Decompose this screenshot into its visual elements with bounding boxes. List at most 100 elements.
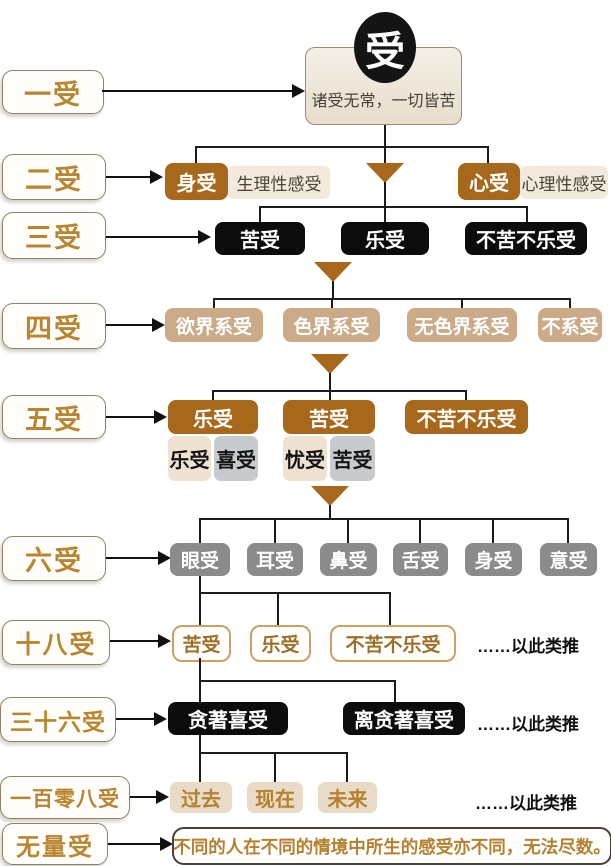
connector-line [419, 518, 421, 544]
connector-line [465, 390, 467, 401]
note-psychological-feeling: 心理性感受 [520, 166, 608, 199]
level-label-2: 二受 [2, 154, 106, 200]
arrow-line [102, 90, 292, 92]
arrow-line [106, 176, 150, 178]
node-bodily-feeling: 身受 [165, 163, 228, 200]
connector-line [384, 125, 386, 147]
arrow-line [106, 324, 152, 326]
node-joy: 喜受 [214, 436, 258, 481]
arrow-head-icon [154, 712, 167, 726]
note-physiological-feeling: 生理性感受 [228, 166, 330, 199]
note-etcetera-108: ……以此类推 [475, 794, 577, 813]
connector-line [569, 298, 571, 309]
connector-line [212, 390, 214, 401]
down-triangle-icon [314, 262, 352, 282]
connector-line [487, 146, 489, 163]
node-18-neutral: 不苦不乐受 [330, 625, 456, 662]
connector-line [346, 752, 348, 783]
connector-line [200, 592, 391, 594]
down-triangle-icon [366, 163, 404, 183]
node-infinite-description: 不同的人在不同的情境中所生的感受亦不同，无法尽数。 [172, 827, 611, 865]
arrow-head-icon [198, 230, 211, 244]
connector-line [384, 182, 386, 222]
node-present: 现在 [247, 782, 303, 813]
node-nose-feeling: 鼻受 [320, 543, 377, 576]
connector-line [259, 206, 528, 208]
node-formless-realm: 无色界系受 [407, 308, 517, 342]
node-past: 过去 [170, 782, 232, 813]
node-pain: 苦受 [330, 436, 375, 481]
node-neutral-group: 不苦不乐受 [405, 400, 528, 434]
arrow-head-icon [158, 551, 171, 565]
node-mental-feeling: 心受 [458, 163, 520, 200]
node-desire-realm: 欲界系受 [165, 308, 263, 342]
connector-line [394, 680, 396, 703]
arrow-line [116, 718, 154, 720]
arrow-head-icon [150, 170, 163, 184]
connector-line [347, 518, 349, 544]
connector-line [195, 146, 197, 163]
level-label-3: 三受 [2, 212, 106, 259]
connector-line [259, 206, 261, 222]
down-triangle-icon [311, 486, 349, 506]
node-pleasure: 乐受 [168, 436, 211, 481]
connector-line [329, 373, 331, 401]
arrow-head-icon [158, 634, 171, 648]
connector-line [199, 576, 201, 626]
node-painful-feeling: 苦受 [215, 222, 305, 255]
connector-line [274, 518, 276, 544]
node-painful-group: 苦受 [283, 400, 375, 434]
level-label-1: 一受 [2, 70, 104, 114]
arrow-line [108, 843, 160, 845]
node-detached-joy: 离贪著喜受 [343, 702, 465, 735]
connector-line [331, 298, 333, 309]
connector-line [526, 206, 528, 222]
node-attached-joy: 贪著喜受 [168, 702, 288, 735]
level-label-6: 六受 [2, 536, 106, 581]
connector-line [461, 298, 463, 309]
node-mind-feeling: 意受 [540, 543, 597, 576]
node-pleasant-feeling: 乐受 [341, 222, 429, 255]
connector-line [196, 146, 488, 148]
arrow-line [130, 796, 156, 798]
arrow-line [106, 416, 154, 418]
connector-line [199, 518, 201, 544]
connector-line [214, 298, 571, 300]
arrow-head-icon [152, 318, 165, 332]
connector-line [213, 298, 215, 309]
node-ear-feeling: 耳受 [247, 543, 303, 576]
node-neutral-feeling: 不苦不乐受 [465, 222, 587, 255]
connector-line [200, 680, 396, 682]
connector-line [389, 592, 391, 626]
level-label-5: 五受 [2, 395, 106, 439]
node-eye-feeling: 眼受 [170, 543, 230, 576]
node-18-painful: 苦受 [172, 625, 231, 662]
node-future: 未来 [318, 782, 377, 813]
root-node-feeling: 受 [354, 12, 416, 83]
connector-line [329, 505, 331, 519]
node-worry: 忧受 [283, 436, 327, 481]
arrow-head-icon [292, 84, 305, 98]
node-tongue-feeling: 舌受 [393, 543, 448, 576]
level-label-4: 四受 [2, 303, 106, 349]
connector-line [213, 390, 467, 392]
note-etcetera-18: ……以此类推 [477, 637, 579, 656]
node-form-realm: 色界系受 [283, 308, 380, 342]
connector-line [384, 146, 386, 163]
node-unbound: 不系受 [538, 308, 602, 342]
connector-line [199, 735, 201, 783]
node-pleasant-group: 乐受 [168, 400, 258, 434]
arrow-head-icon [160, 837, 173, 851]
node-18-pleasant: 乐受 [250, 625, 311, 662]
connector-line [492, 518, 494, 544]
level-label-108: 一百零八受 [0, 776, 130, 819]
arrow-head-icon [156, 790, 169, 804]
arrow-line [106, 557, 158, 559]
node-body-feeling: 身受 [465, 543, 522, 576]
connector-line [200, 518, 569, 520]
connector-line [277, 592, 279, 626]
connector-line [567, 518, 569, 544]
level-label-36: 三十六受 [0, 697, 116, 742]
note-etcetera-36: ……以此类推 [477, 715, 579, 734]
